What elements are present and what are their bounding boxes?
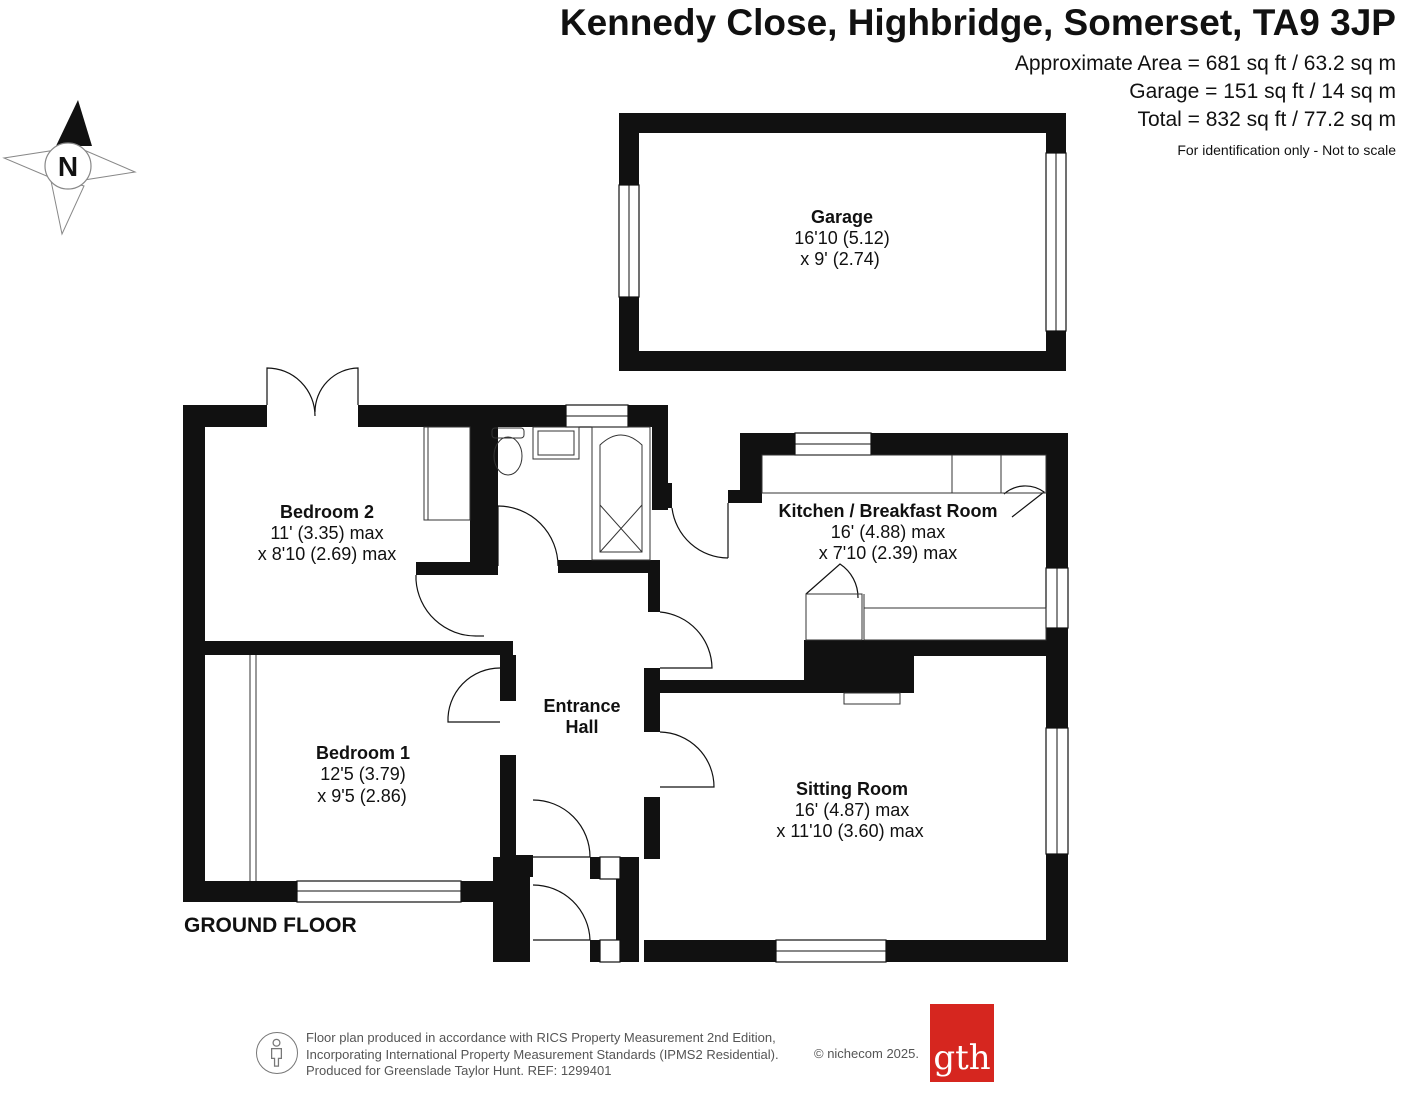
footer-line-2: Incorporating International Property Mea… xyxy=(306,1046,779,1062)
total-area: Total = 832 sq ft / 77.2 sq m xyxy=(1137,108,1396,131)
logo-text: gth xyxy=(933,1038,991,1078)
kitchen-dim-1: 16' (4.88) max xyxy=(831,522,946,542)
footer-line-3: Produced for Greenslade Taylor Hunt. REF… xyxy=(306,1063,612,1078)
approximate-area: Approximate Area = 681 sq ft / 63.2 sq m xyxy=(1014,52,1396,75)
room-labels: Garage 16'10 (5.12) x 9' (2.74) Bedroom … xyxy=(258,207,998,841)
bedroom2-dim-2: x 8'10 (2.69) max xyxy=(258,544,397,564)
house-walls xyxy=(183,405,1068,962)
compass-letter: N xyxy=(58,151,78,182)
copyright: © nichecom 2025. xyxy=(814,1046,919,1061)
garage-area: Garage = 151 sq ft / 14 sq m xyxy=(1129,80,1396,103)
sitting-dim-1: 16' (4.87) max xyxy=(795,800,910,820)
garage-dim-1: 16'10 (5.12) xyxy=(794,228,890,248)
fixtures xyxy=(249,426,1047,881)
garage-dim-2: x 9' (2.74) xyxy=(800,249,879,269)
property-title: Kennedy Close, Highbridge, Somerset, TA9… xyxy=(559,2,1396,43)
footer-line-1: Floor plan produced in accordance with R… xyxy=(306,1030,776,1045)
bedroom2-dim-1: 11' (3.35) max xyxy=(270,523,383,543)
garage-structure xyxy=(618,113,1067,371)
hall-name-1: Entrance xyxy=(543,696,620,716)
garage-name: Garage xyxy=(811,207,873,227)
bedroom1-name: Bedroom 1 xyxy=(316,743,410,763)
sitting-dim-2: x 11'10 (3.60) max xyxy=(776,821,923,841)
door-swings xyxy=(266,367,1045,941)
bedroom1-dim-2: x 9'5 (2.86) xyxy=(317,786,406,806)
gth-logo: gth xyxy=(930,1004,994,1082)
kitchen-dim-2: x 7'10 (2.39) max xyxy=(819,543,958,563)
bedroom1-dim-1: 12'5 (3.79) xyxy=(320,764,406,784)
compass-icon: N xyxy=(2,100,137,236)
hall-name-2: Hall xyxy=(565,717,598,737)
person-icon-graphic xyxy=(270,1038,283,1067)
footer-text: Floor plan produced in accordance with R… xyxy=(306,1030,779,1080)
floor-label: GROUND FLOOR xyxy=(184,914,357,937)
sitting-name: Sitting Room xyxy=(796,779,908,799)
person-icon xyxy=(256,1032,298,1074)
kitchen-name: Kitchen / Breakfast Room xyxy=(778,501,997,521)
windows xyxy=(296,404,1069,963)
scale-note: For identification only - Not to scale xyxy=(1177,142,1396,158)
bedroom2-name: Bedroom 2 xyxy=(280,502,374,522)
